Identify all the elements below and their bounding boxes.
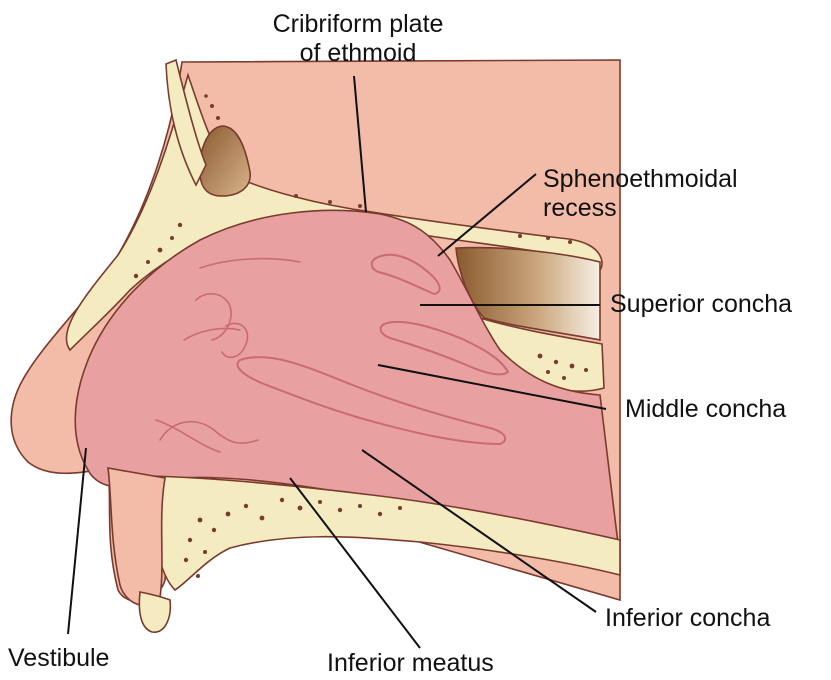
- incisor-tooth: [139, 592, 170, 632]
- label-middle-concha: Middle concha: [625, 395, 786, 424]
- label-superior-concha: Superior concha: [610, 290, 792, 319]
- label-inferior-meatus: Inferior meatus: [327, 649, 494, 678]
- label-inferior-concha: Inferior concha: [605, 604, 770, 633]
- label-cribriform-plate: Cribriform plate of ethmoid: [243, 10, 473, 68]
- label-vestibule: Vestibule: [8, 644, 109, 673]
- label-sphenoethmoidal-recess: Sphenoethmoidal recess: [543, 165, 738, 223]
- leader-vestibule: [68, 448, 86, 634]
